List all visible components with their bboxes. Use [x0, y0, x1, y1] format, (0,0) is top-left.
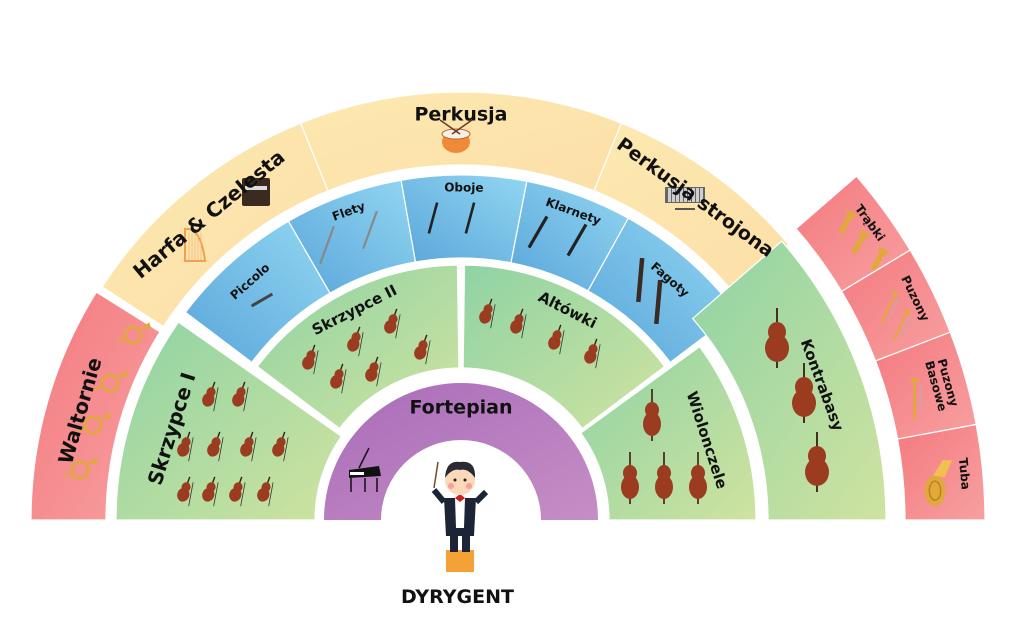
section-oboje	[400, 174, 528, 264]
violin-icon	[584, 338, 601, 369]
violin-icon	[232, 381, 249, 412]
trombone-icon	[892, 308, 913, 341]
violin-icon	[229, 476, 246, 507]
conductor-label: DYRYGENT	[401, 586, 514, 608]
piano-icon	[349, 447, 381, 492]
violin-icon	[257, 476, 274, 507]
label-perkusja: Perkusja	[415, 104, 508, 126]
trombone-icon	[880, 290, 901, 323]
bass-icon	[765, 308, 789, 368]
flute-icon	[362, 210, 378, 250]
violin-icon	[384, 308, 401, 339]
trumpet-icon	[870, 246, 890, 271]
xylophone-icon	[665, 187, 705, 210]
section-flety	[287, 179, 417, 294]
clarinet-icon	[566, 223, 588, 257]
label-tuba: Tuba	[956, 457, 973, 490]
piccolo-icon	[250, 292, 274, 308]
section-piccolo	[184, 220, 331, 364]
trumpet-icon	[851, 229, 871, 254]
bassoon-icon	[654, 279, 663, 325]
oboe-icon	[464, 202, 476, 234]
conductor-icon	[431, 461, 489, 572]
horn-icon	[116, 322, 151, 345]
violin-icon	[207, 431, 224, 462]
section-puzony-basowe	[874, 331, 977, 440]
label-oboje: Oboje	[444, 180, 483, 194]
violin-icon	[202, 476, 219, 507]
cello-icon	[689, 452, 707, 504]
violin-icon	[479, 298, 496, 329]
violin-icon	[177, 431, 194, 462]
violin-icon	[347, 326, 364, 357]
section-klarnety	[510, 180, 630, 292]
violin-icon	[330, 363, 347, 394]
horn-icon	[63, 457, 98, 480]
violin-icon	[414, 334, 431, 365]
bass-icon	[792, 363, 816, 423]
bassoon-icon	[636, 257, 645, 303]
horn-icon	[76, 412, 111, 435]
section-trabki	[795, 175, 911, 293]
section-skrzypce-i	[115, 321, 343, 521]
bass-icon	[805, 432, 829, 492]
violin-icon	[548, 324, 565, 355]
section-kontrabasy	[691, 240, 887, 521]
clarinet-icon	[527, 215, 549, 249]
tuba-icon	[924, 460, 953, 506]
oboe-icon	[427, 202, 439, 234]
section-waltornie	[30, 291, 161, 521]
trumpet-icon	[838, 209, 858, 234]
violin-icon	[177, 476, 194, 507]
harp-icon	[184, 227, 207, 262]
drum-icon	[439, 119, 473, 153]
violin-icon	[240, 431, 257, 462]
section-perkusja-strojona	[593, 122, 790, 293]
cello-icon	[655, 452, 673, 504]
violin-icon	[510, 308, 527, 339]
violin-icon	[272, 431, 289, 462]
label-fortepian: Fortepian	[409, 397, 512, 419]
celesta-icon	[242, 178, 270, 206]
violin-icon	[302, 344, 319, 375]
flute-icon	[319, 225, 335, 265]
section-altowki	[462, 264, 666, 430]
violin-icon	[365, 356, 382, 387]
section-fortepian	[324, 383, 598, 520]
trombone-icon	[909, 378, 922, 419]
cello-icon	[621, 452, 639, 504]
violin-icon	[202, 381, 219, 412]
horn-icon	[93, 370, 128, 393]
cello-icon	[643, 389, 661, 441]
section-harfa	[101, 122, 329, 328]
